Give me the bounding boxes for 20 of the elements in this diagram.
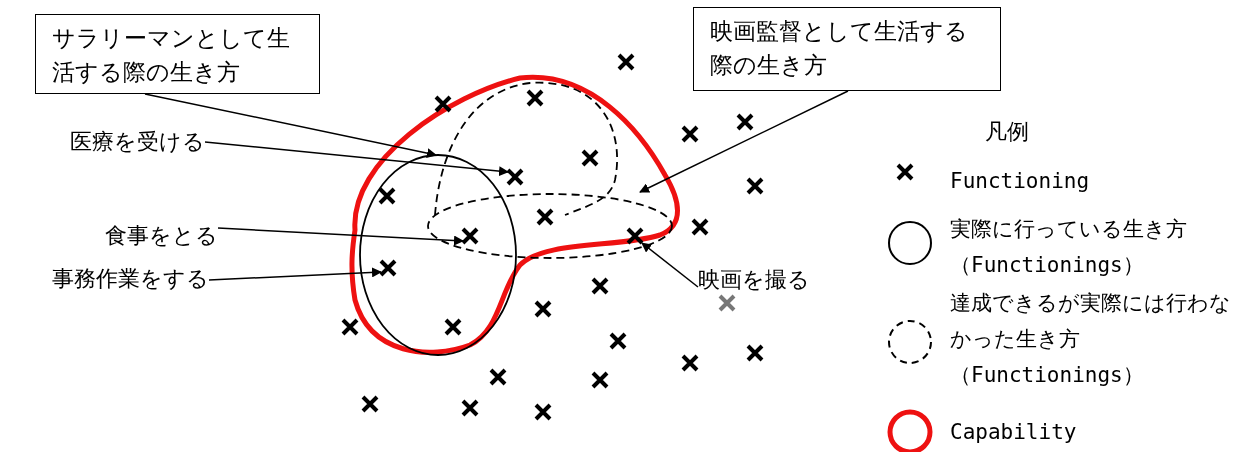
- legend-text: Functioning: [950, 168, 1091, 195]
- callout-text: 医療を受ける: [70, 127, 205, 157]
- leader-line: [144, 93, 437, 159]
- callout-box: サラリーマンとして生活する際の生き方: [35, 14, 320, 94]
- legend-text: 達成できるが実際には行わなかった生き方（Functionings）: [950, 290, 1232, 389]
- leader-line: [208, 267, 382, 281]
- leader-line: [639, 90, 849, 193]
- callout-text: 映画を撮る: [698, 265, 810, 295]
- callout-box: 映画監督として生活する際の生き方: [693, 7, 1001, 91]
- legend-title: 凡例: [985, 118, 1029, 146]
- dashed-outline: [427, 82, 673, 259]
- cross-mark: [461, 227, 479, 245]
- functionings-ellipse: [359, 154, 517, 356]
- callout-text: 食事をとる: [105, 221, 218, 251]
- leader-line: [204, 141, 509, 177]
- leader-line: [641, 242, 699, 288]
- legend-text: Capability: [950, 419, 1078, 446]
- callout-text: 事務作業をする: [52, 264, 209, 294]
- leader-line: [217, 227, 464, 246]
- legend-text: 実際に行っている生き方（Functionings）: [950, 216, 1188, 279]
